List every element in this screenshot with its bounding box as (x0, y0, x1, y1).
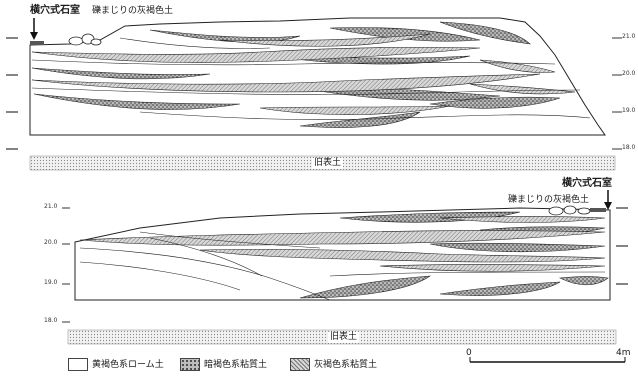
legend-label-loam: 黄褐色系ローム土 (92, 360, 164, 370)
top-elev-19: 19.0 (622, 107, 636, 114)
bottom-layer-label: 礫まじりの灰褐色土 (508, 195, 590, 205)
bottom-elev-20: 20.0 (44, 239, 58, 246)
bottom-elev-21: 21.0 (44, 203, 58, 210)
legend-swatch-hatch (290, 358, 310, 371)
scale-bar (469, 357, 626, 363)
bottom-feature-label: 横穴式石室 (562, 178, 612, 189)
legend-swatch-plain (68, 358, 88, 371)
bottom-base-label: 旧表土 (328, 332, 360, 343)
bottom-section-profile (62, 190, 628, 345)
legend-label-dark-clay: 暗褐色系粘質土 (204, 360, 268, 370)
top-elev-20: 20.0 (622, 70, 636, 77)
scale-end-label: 4m (616, 348, 631, 358)
legend-label-grey-clay: 灰褐色系粘質土 (314, 360, 378, 370)
top-elev-18: 18.0 (622, 144, 636, 151)
top-layer-label: 礫まじりの灰褐色土 (92, 6, 174, 16)
top-elev-21: 21.0 (622, 33, 636, 40)
top-feature-label: 横穴式石室 (30, 5, 80, 16)
scale-start-label: 0 (466, 348, 472, 358)
legend-swatch-stipple (180, 358, 200, 371)
top-base-label: 旧表土 (312, 158, 344, 169)
bottom-elev-18: 18.0 (44, 317, 58, 324)
top-section-profile (6, 17, 622, 171)
bottom-elev-19: 19.0 (44, 279, 58, 286)
